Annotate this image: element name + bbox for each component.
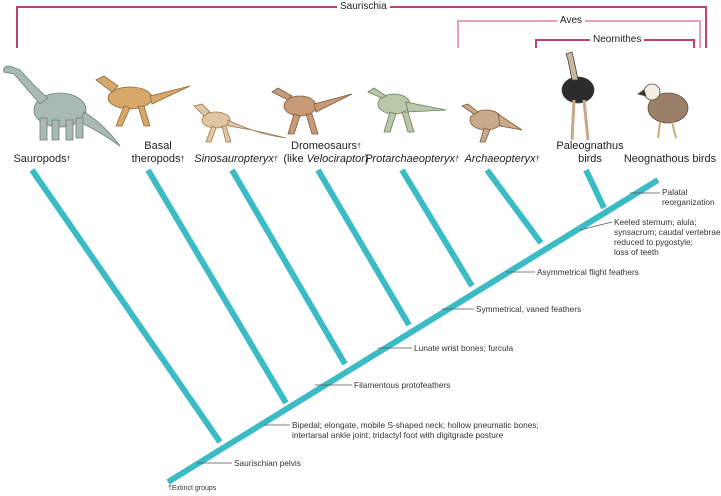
annotation-keeled-sternum: Keeled sternum; alula; synsacrum; caudal… — [614, 217, 721, 257]
annotation-saurischian-pelvis: Saurischian pelvis — [234, 458, 301, 468]
basal-theropod-illustration — [95, 75, 191, 127]
taxon-label-neognathous-birds: Neognathous birds — [623, 153, 717, 165]
annotation-filamentous-protofeathers: Filamentous protofeathers — [354, 380, 451, 390]
clade-label-neornithes: Neornithes — [590, 34, 645, 46]
main-stem — [166, 177, 660, 485]
branch-archaeopteryx — [484, 168, 544, 245]
clade-label-saurischia: Saurischia — [337, 1, 390, 13]
annotation-bipedal: Bipedal; elongate, mobile S-shaped neck;… — [292, 420, 539, 440]
branch-sinosauropteryx — [229, 168, 348, 366]
taxon-label-sinosauropteryx: Sinosauropteryx† — [194, 153, 278, 165]
taxon-label-protarchaeopteryx: Protarchaeopteryx† — [365, 153, 459, 165]
taxon-label-archaeopteryx: Archaeopteryx† — [464, 153, 540, 165]
sinosauropteryx-illustration — [193, 103, 287, 143]
taxon-label-sauropods: Sauropods† — [13, 153, 71, 165]
annotation-palatal-reorganization: Palatal reorganization — [662, 187, 715, 207]
branch-protarchaeopteryx — [399, 168, 475, 288]
ostrich-illustration — [561, 51, 595, 141]
taxon-label-dromeosaurs: Dromeosaurs†(like Velociraptor) — [283, 140, 369, 165]
sauropod-illustration — [3, 65, 121, 147]
branch-basal-theropods — [145, 168, 289, 405]
protarchaeopteryx-illustration — [367, 87, 447, 133]
archaeopteryx-illustration — [461, 103, 523, 143]
branch-paleognathus — [583, 168, 607, 210]
footnote-extinct-groups: †Extinct groups — [168, 485, 217, 492]
clade-label-aves: Aves — [557, 15, 586, 27]
branch-dromeosaurs — [315, 168, 412, 327]
annotation-lunate-wrist: Lunate wrist bones; furcula — [414, 343, 514, 353]
annotation-asymmetrical-feathers: Asymmetrical flight feathers — [537, 267, 639, 277]
dromeosaur-illustration — [271, 87, 353, 135]
annotation-symmetrical-feathers: Symmetrical, vaned feathers — [476, 304, 582, 314]
branch-sauropods — [29, 168, 223, 444]
annotation-leaders — [197, 192, 660, 464]
osprey-illustration — [637, 83, 689, 139]
branch-lines — [29, 168, 660, 485]
